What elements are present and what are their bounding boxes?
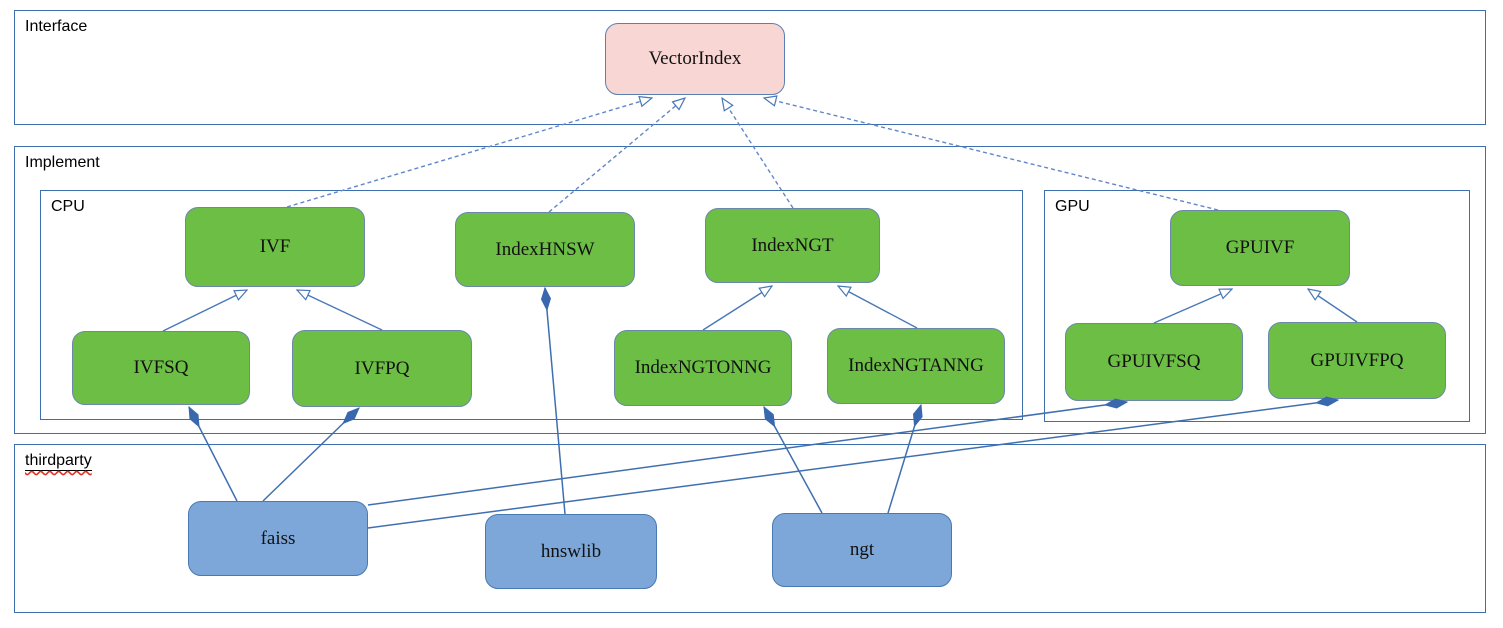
node-indexngt-label: IndexNGT xyxy=(751,234,834,256)
node-hnswlib: hnswlib xyxy=(485,514,657,589)
node-gpuivfsq: GPUIVFSQ xyxy=(1065,323,1243,401)
node-faiss-label: faiss xyxy=(260,527,296,549)
node-ngt-label: ngt xyxy=(849,539,875,560)
node-gpuivfpq: GPUIVFPQ xyxy=(1268,322,1446,399)
node-gpuivfpq-label: GPUIVFPQ xyxy=(1310,349,1404,371)
gpu-container-label: GPU xyxy=(1055,198,1090,215)
node-ivfpq-label: IVFPQ xyxy=(354,357,410,379)
node-indexngt: IndexNGT xyxy=(705,208,880,283)
node-faiss: faiss xyxy=(188,501,368,576)
node-indexngtanng: IndexNGTANNG xyxy=(827,328,1005,404)
node-ivfsq: IVFSQ xyxy=(72,331,250,405)
node-vectorindex-label: VectorIndex xyxy=(648,48,742,69)
node-gpuivf: GPUIVF xyxy=(1170,210,1350,286)
thirdparty-container-label: thirdparty xyxy=(25,452,92,471)
node-ivfpq: IVFPQ xyxy=(292,330,472,407)
node-indexhnsw-label: IndexHNSW xyxy=(495,238,595,260)
node-gpuivfsq-label: GPUIVFSQ xyxy=(1107,351,1201,372)
node-ivf-label: IVF xyxy=(259,236,291,257)
node-hnswlib-label: hnswlib xyxy=(540,540,602,562)
node-ivf: IVF xyxy=(185,207,365,287)
node-indexhnsw: IndexHNSW xyxy=(455,212,635,287)
implement-container-label: Implement xyxy=(25,154,100,171)
node-ivfsq-label: IVFSQ xyxy=(133,357,189,378)
node-gpuivf-label: GPUIVF xyxy=(1225,237,1295,258)
node-indexngtanng-label: IndexNGTANNG xyxy=(848,355,984,376)
node-indexngtonng: IndexNGTONNG xyxy=(614,330,792,406)
node-indexngtonng-label: IndexNGTONNG xyxy=(634,357,772,378)
node-vectorindex: VectorIndex xyxy=(605,23,785,95)
node-ngt: ngt xyxy=(772,513,952,587)
interface-container-label: Interface xyxy=(25,18,88,35)
cpu-container-label: CPU xyxy=(51,198,85,215)
